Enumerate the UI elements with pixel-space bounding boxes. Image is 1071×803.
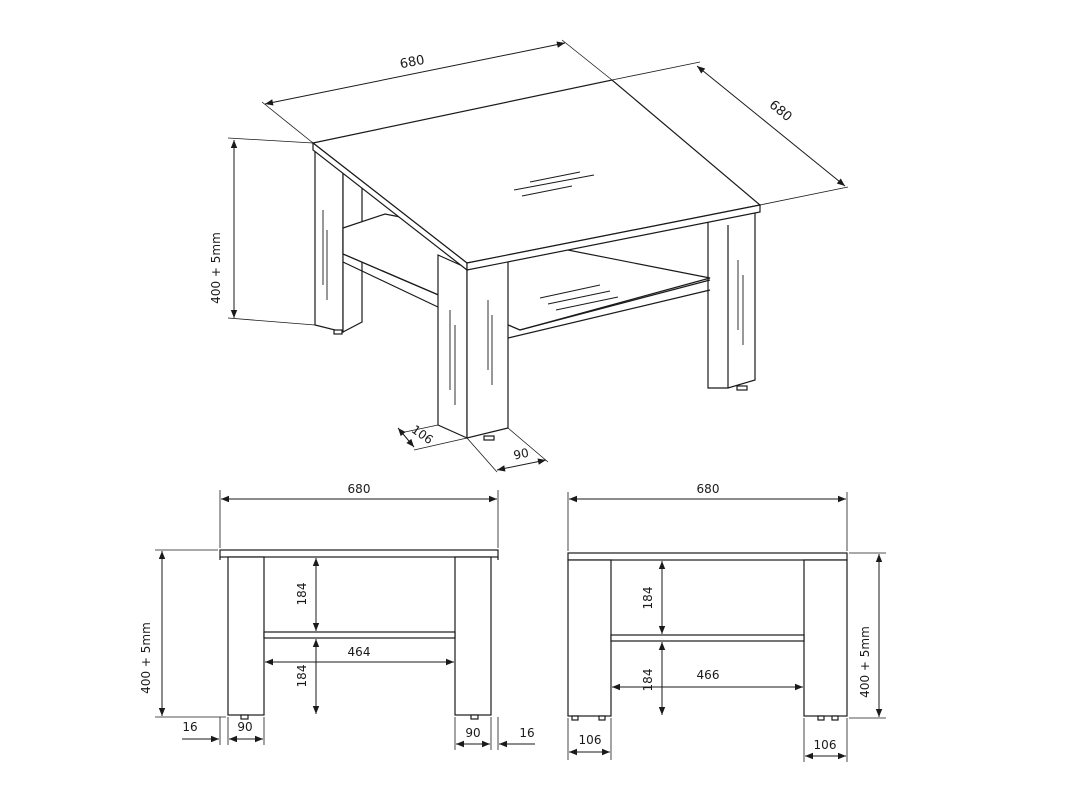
side-upper-gap-label: 184 [641,587,655,610]
front-left-offset-label: 16 [182,720,197,734]
side-lower-gap-label: 184 [641,669,655,692]
front-right-leg [454,556,492,716]
front-right-leg-label: 90 [465,726,480,740]
side-width-label: 680 [697,482,720,496]
front-top-panel [219,549,499,558]
side-right-leg-label: 106 [814,738,837,752]
side-shelf [610,634,805,642]
back-right-leg [707,205,756,389]
iso-leg-depth-label: 90 [512,446,530,463]
iso-leg-depth-dimension: 90 [466,427,549,473]
front-left-leg [227,556,265,716]
side-height-label: 400 + 5mm [858,626,872,698]
iso-height-label: 400 + 5mm [209,232,223,304]
front-height-label: 400 + 5mm [139,622,153,694]
iso-width-dimension: 680 [261,39,613,144]
tabletop [311,79,762,272]
side-left-leg [567,559,612,717]
front-right-offset-label: 16 [519,726,534,740]
front-shelf [263,631,456,639]
iso-width-label: 680 [399,53,426,72]
side-left-leg-label: 106 [579,733,602,747]
iso-depth-label: 680 [766,98,795,125]
side-inner-width-label: 466 [697,668,720,682]
isometric-view: 680 680 400 + 5mm 106 90 [209,39,849,473]
front-lower-gap-label: 184 [295,665,309,688]
side-view: 680 400 + 5mm 184 184 466 106 106 [567,482,886,762]
back-left-leg [314,148,363,333]
front-view: 680 400 + 5mm 184 184 464 16 90 90 16 [139,482,535,750]
front-width-label: 680 [348,482,371,496]
front-upper-gap-label: 184 [295,583,309,606]
front-inner-width-label: 464 [348,645,371,659]
side-right-leg [803,559,848,717]
side-top-panel [567,552,848,561]
front-left-leg-label: 90 [237,720,252,734]
iso-height-dimension: 400 + 5mm [209,137,316,326]
